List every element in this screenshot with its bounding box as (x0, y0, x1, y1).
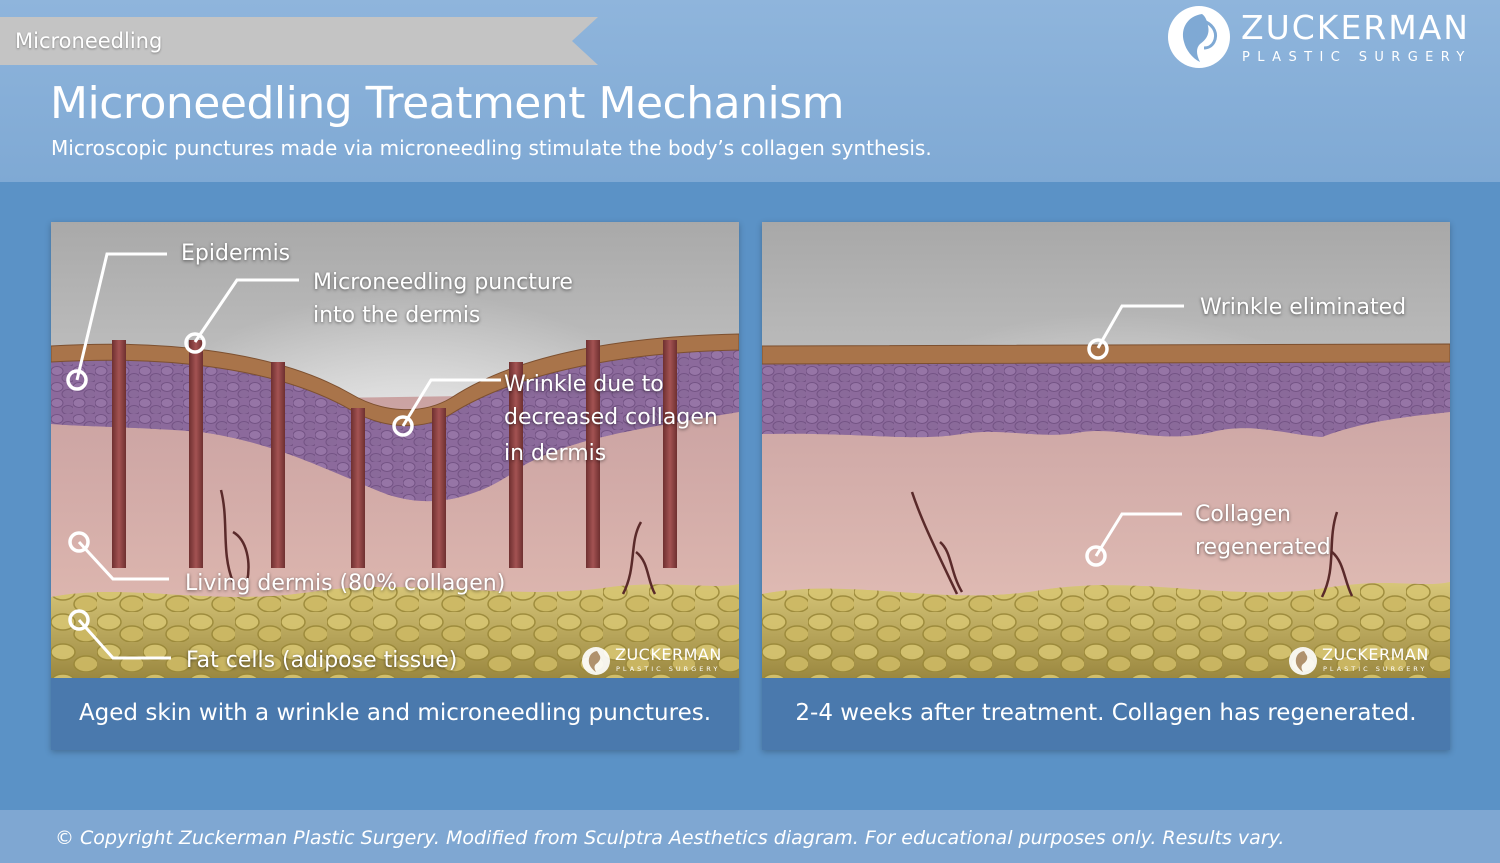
caption-before: Aged skin with a wrinkle and microneedli… (78, 700, 712, 726)
copyright-text: © Copyright Zuckerman Plastic Surgery. M… (55, 827, 1285, 849)
watermark-logo: ZUCKERMAN PLASTIC SURGERY (581, 645, 739, 678)
watermark-tagline: PLASTIC SURGERY (1323, 665, 1428, 673)
label-puncture-line1: Microneedling puncture (313, 270, 573, 295)
label-epidermis: Epidermis (181, 241, 291, 266)
logo-tagline: PLASTIC SURGERY (1242, 50, 1472, 65)
footer-band: © Copyright Zuckerman Plastic Surgery. M… (0, 810, 1500, 863)
section-ribbon-label: Microneedling (15, 29, 163, 53)
panel-after: Wrinkle eliminated Collagen regenerated … (762, 222, 1450, 750)
skin-illustration-after: Wrinkle eliminated Collagen regenerated … (762, 222, 1450, 678)
watermark-logo: ZUCKERMAN PLASTIC SURGERY (1288, 645, 1448, 678)
label-wrinkle-line2: decreased collagen (504, 405, 718, 430)
watermark-tagline: PLASTIC SURGERY (616, 665, 721, 673)
section-ribbon (0, 17, 598, 65)
page-title: Microneedling Treatment Mechanism (50, 78, 844, 129)
page-subtitle: Microscopic punctures made via microneed… (51, 136, 932, 160)
brand-logo: ZUCKERMAN PLASTIC SURGERY (1166, 4, 1492, 70)
zuckerman-face-icon (1289, 647, 1317, 675)
label-wrinkle-line1: Wrinkle due to (504, 372, 664, 397)
zuckerman-face-icon (1168, 6, 1230, 68)
zuckerman-face-icon (582, 647, 610, 675)
label-fat-cells: Fat cells (adipose tissue) (186, 648, 458, 673)
label-wrinkle-eliminated: Wrinkle eliminated (1200, 295, 1407, 320)
label-collagen-line1: Collagen (1195, 502, 1291, 527)
logo-wordmark: ZUCKERMAN (1241, 8, 1470, 47)
panel-before: Epidermis Microneedling puncture into th… (51, 222, 739, 750)
caption-bar-before: Aged skin with a wrinkle and microneedli… (51, 678, 739, 750)
watermark-wordmark: ZUCKERMAN (1322, 645, 1429, 664)
watermark-wordmark: ZUCKERMAN (615, 645, 722, 664)
label-wrinkle-line3: in dermis (504, 441, 607, 466)
skin-illustration-before: Epidermis Microneedling puncture into th… (51, 222, 739, 678)
caption-after: 2-4 weeks after treatment. Collagen has … (795, 700, 1417, 726)
label-living-dermis: Living dermis (80% collagen) (185, 571, 506, 596)
caption-bar-after: 2-4 weeks after treatment. Collagen has … (762, 678, 1450, 750)
label-collagen-line2: regenerated (1195, 535, 1331, 560)
label-puncture-line2: into the dermis (313, 303, 481, 328)
